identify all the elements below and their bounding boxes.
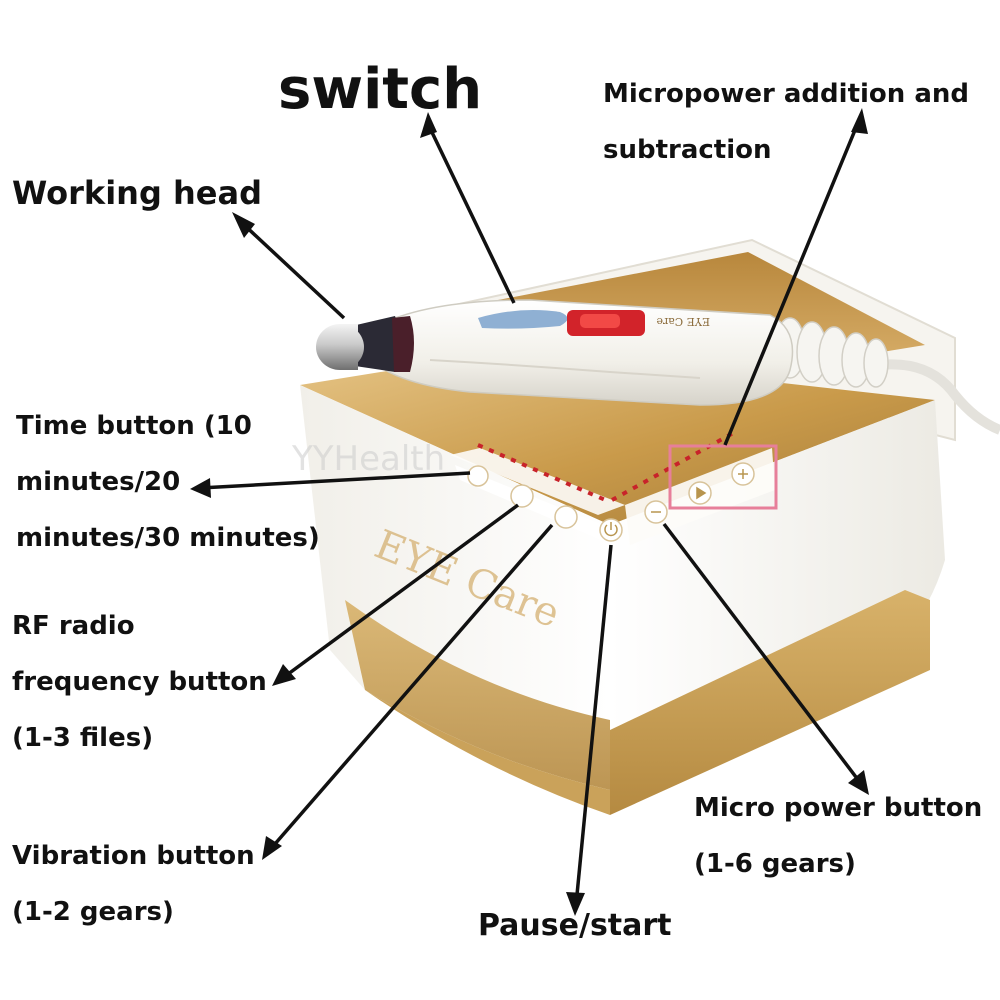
arrow-rf-button	[278, 503, 520, 682]
timer-icon	[510, 484, 534, 508]
label-working-head: Working head	[12, 174, 262, 212]
cable-strain-relief	[774, 317, 889, 388]
micropower-highlight-box	[668, 444, 778, 510]
control-panel-left-face	[450, 448, 625, 515]
label-switch: switch	[278, 57, 483, 122]
label-micro-power-button: Micro power button (1-6 gears)	[694, 793, 983, 879]
arrow-working-head	[239, 220, 346, 320]
cable	[879, 359, 1000, 435]
label-vibration-button: Vibration button (1-2 gears)	[12, 841, 255, 927]
label-micropower-adjust: Micropower addition and subtraction	[603, 79, 969, 165]
device-top-face	[300, 352, 935, 525]
label-pause-start: Pause/start	[478, 908, 672, 943]
wand-collar	[352, 316, 400, 372]
arrow-pause-start	[574, 544, 613, 906]
arrow-time-button	[199, 471, 471, 490]
arrow-micro-power-button	[662, 522, 864, 787]
rf-icon	[554, 505, 578, 529]
arrow-micropower-adjust	[723, 117, 862, 446]
wand-handle	[369, 299, 794, 406]
arrow-heads	[190, 108, 869, 916]
wand-brand: EYE Care	[656, 315, 710, 328]
label-rf-button: RF radio frequency button (1-3 files)	[12, 611, 267, 753]
callout-arrows	[199, 117, 864, 906]
label-time-button: Time button (10 minutes/20 minutes/30 mi…	[16, 411, 320, 553]
control-panel-left	[455, 465, 615, 546]
wand-switch	[478, 310, 568, 329]
arrow-vibration-button	[266, 523, 554, 854]
watermark: YYHealth	[291, 439, 445, 479]
device-right-base	[610, 590, 930, 815]
device-left-band	[345, 600, 610, 790]
vibration-icon	[467, 465, 489, 487]
arrow-switch	[426, 123, 516, 304]
device-base-edge	[365, 690, 610, 815]
